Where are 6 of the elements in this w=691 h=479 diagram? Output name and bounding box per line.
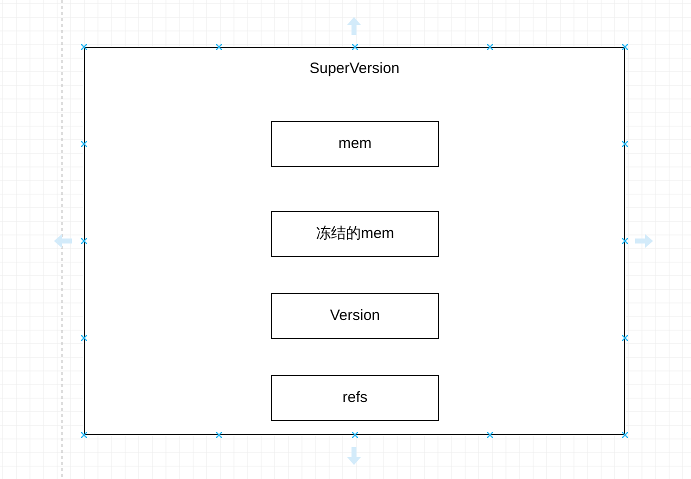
container-title: SuperVersion <box>308 59 401 79</box>
process-box: mem <box>271 121 439 167</box>
process-box: refs <box>271 375 439 421</box>
container-box <box>84 47 625 435</box>
process-box: Version <box>271 293 439 339</box>
process-box: 冻结的mem <box>271 211 439 257</box>
